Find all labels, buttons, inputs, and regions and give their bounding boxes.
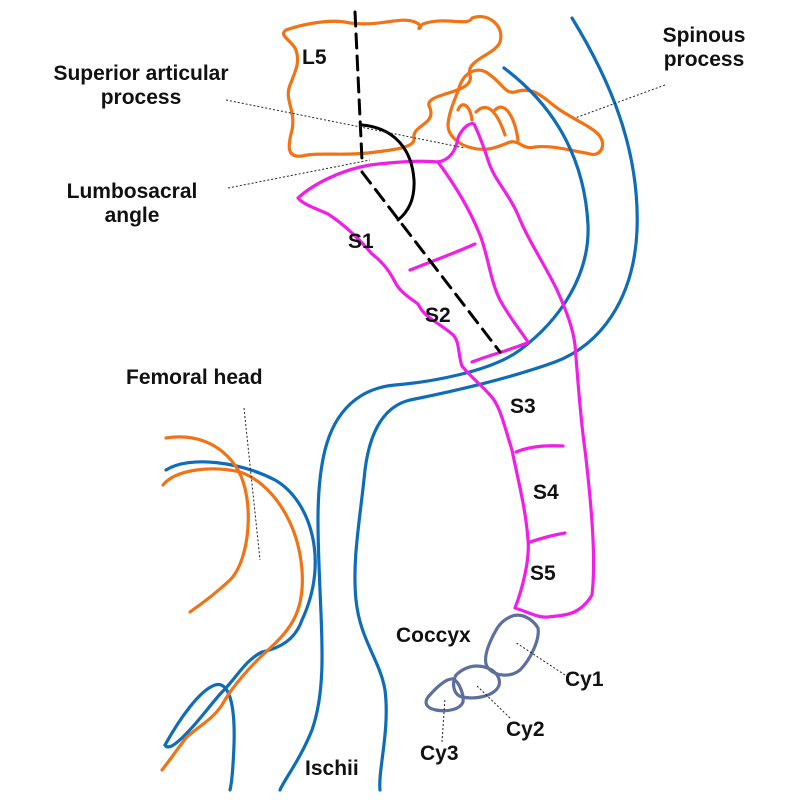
lumbosacral-angle-arc — [360, 123, 416, 222]
label-s2: S2 — [425, 304, 451, 327]
l5-vertebra-outline — [282, 15, 503, 158]
label-lumbosacral-angle: Lumbosacral angle — [66, 180, 198, 228]
iliac-outline-anterior — [278, 66, 590, 792]
iliac-outline-posterior — [353, 16, 639, 792]
leader-cy1 — [514, 641, 566, 676]
femoral-head-outline — [163, 460, 317, 749]
label-s4: S4 — [533, 481, 559, 504]
label-s5: S5 — [530, 562, 556, 585]
sacrum-outline — [296, 122, 596, 619]
label-coccyx: Coccyx — [396, 624, 471, 647]
label-superior-articular-process: Superior articular process — [53, 62, 229, 110]
coccyx-cy1 — [483, 613, 540, 677]
label-cy1: Cy1 — [565, 668, 604, 691]
leader-cy3 — [441, 697, 446, 743]
label-s3: S3 — [510, 395, 536, 418]
label-cy3: Cy3 — [420, 742, 459, 765]
leader-femoral-head — [243, 407, 261, 561]
label-cy2: Cy2 — [506, 718, 545, 741]
label-ischii: Ischii — [305, 757, 359, 780]
l5-articular-detail — [456, 103, 520, 142]
label-femoral-head: Femoral head — [126, 366, 263, 389]
l5-posterior-elements — [446, 68, 605, 157]
sacral-axis-dashed-line — [360, 170, 502, 354]
label-s1: S1 — [348, 230, 374, 253]
leader-superior-articular — [225, 99, 466, 149]
femur-outline — [164, 435, 250, 614]
coccyx-cy3 — [424, 677, 465, 713]
leader-cy2 — [475, 684, 511, 719]
label-l5: L5 — [302, 46, 327, 69]
femoral-neck-outline — [160, 467, 304, 772]
coccyx-cy2 — [451, 664, 502, 700]
sacrum-inner-contour — [436, 160, 530, 344]
label-spinous-process: Spinous process — [662, 24, 746, 72]
l5-axis-dashed-line — [353, 10, 364, 162]
leader-lumbosacral — [227, 159, 371, 189]
